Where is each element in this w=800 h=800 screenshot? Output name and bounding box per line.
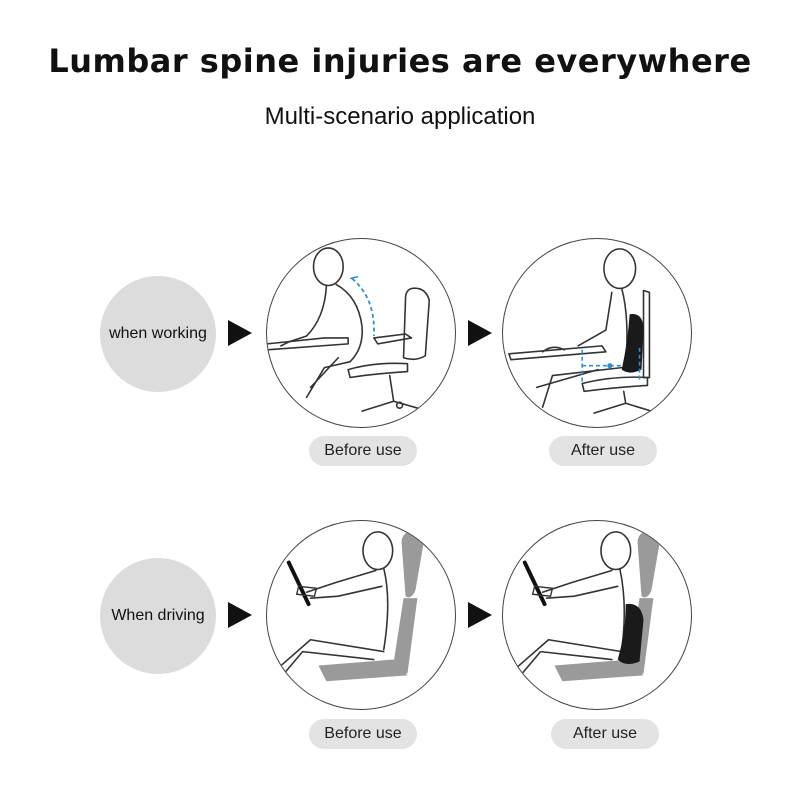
scenario-label-working: when working	[100, 276, 216, 392]
scenario-label-driving: When driving	[100, 558, 216, 674]
driving-after-illustration	[502, 520, 692, 710]
driving-before-illustration	[266, 520, 456, 710]
page-subtitle: Multi-scenario application	[264, 103, 536, 130]
arrow-right-icon	[468, 320, 492, 346]
arrow-right-icon	[468, 602, 492, 628]
arrow-right-icon	[228, 602, 252, 628]
working-before-illustration	[266, 238, 456, 428]
before-use-badge: Before use	[309, 719, 417, 749]
arrow-right-icon	[228, 320, 252, 346]
working-after-illustration	[502, 238, 692, 428]
after-use-badge: After use	[549, 436, 657, 466]
page-title: Lumbar spine injuries are everywhere	[48, 42, 752, 80]
after-use-badge: After use	[551, 719, 659, 749]
before-use-badge: Before use	[309, 436, 417, 466]
